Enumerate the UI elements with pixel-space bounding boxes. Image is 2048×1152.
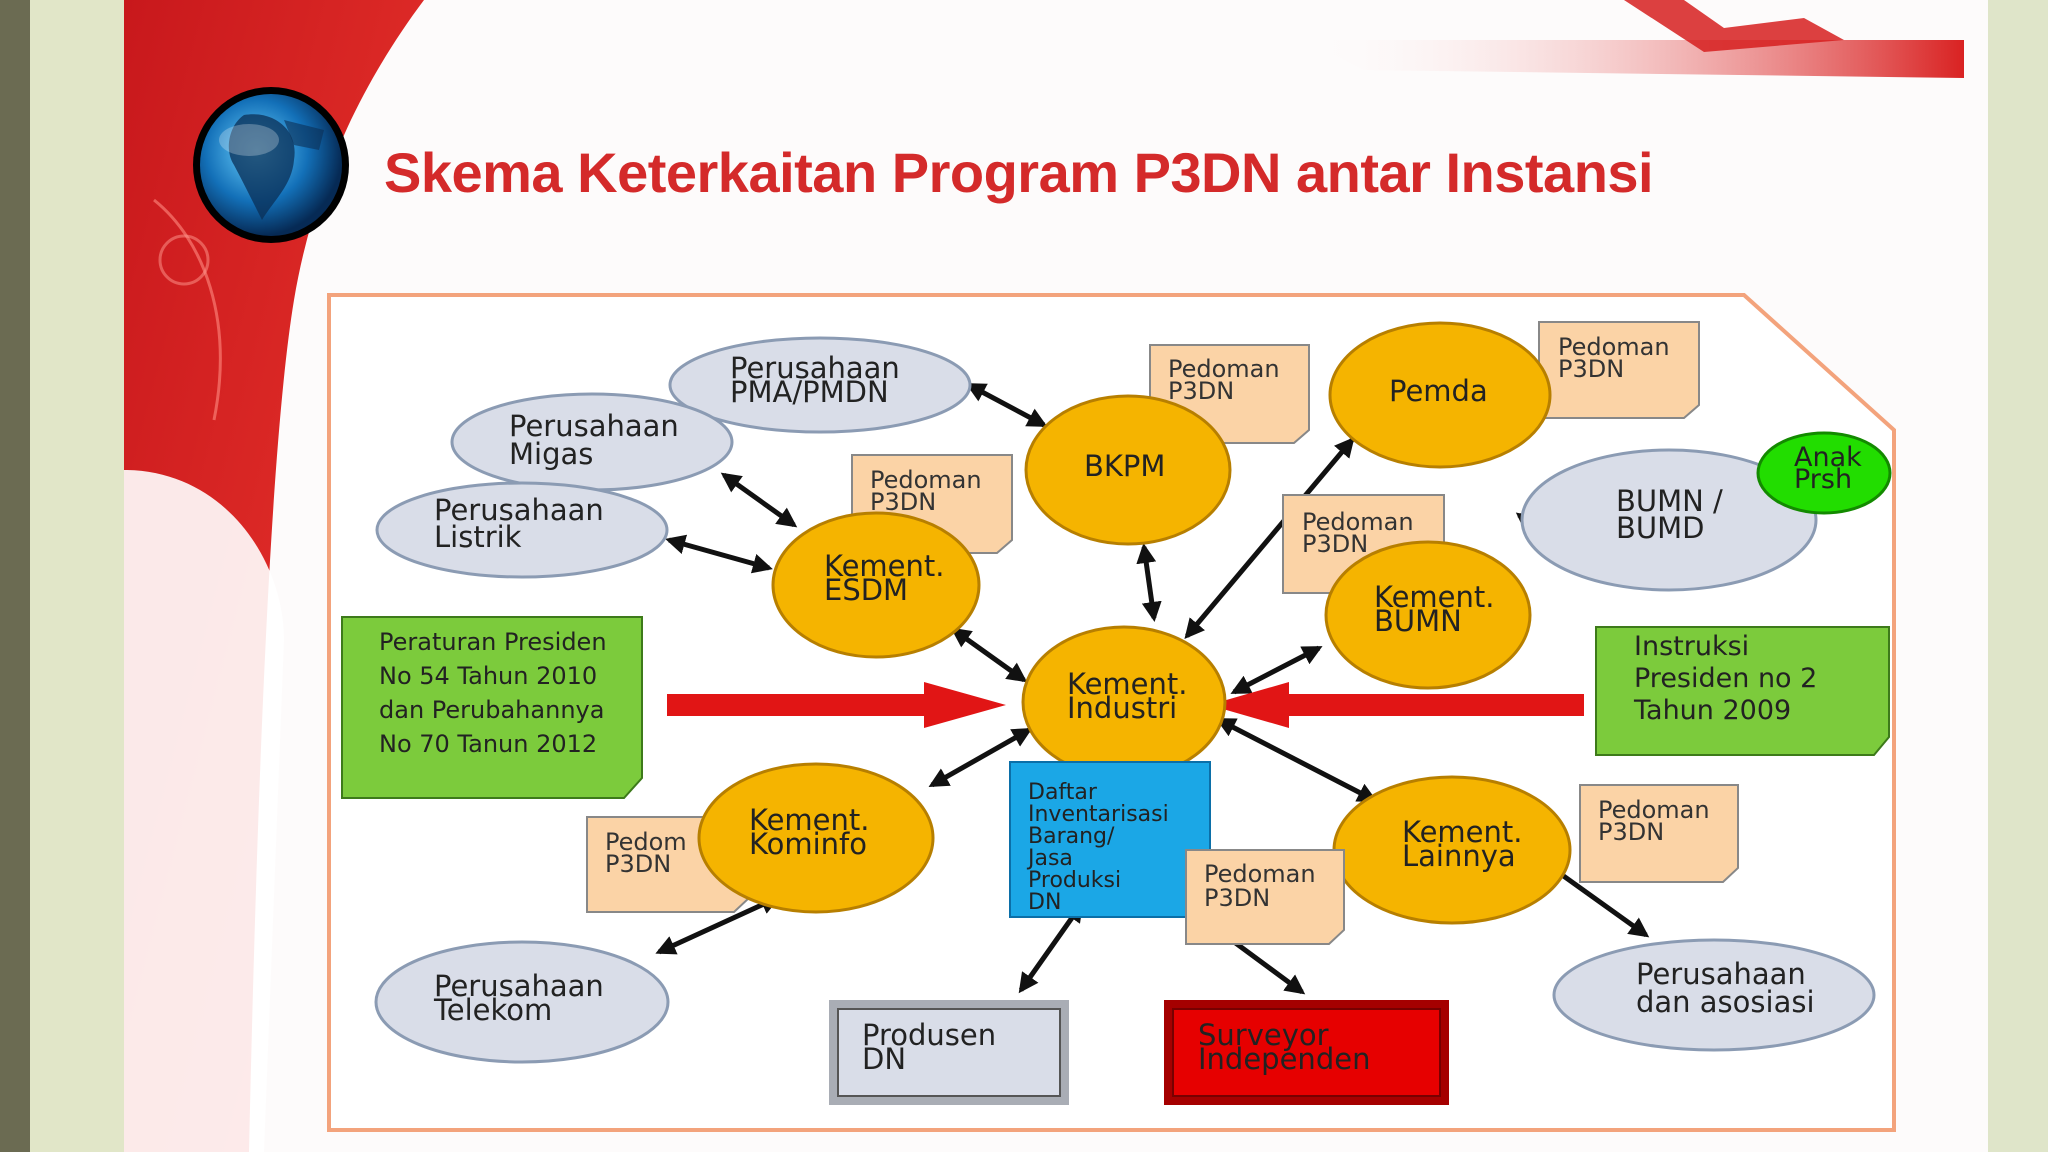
svg-text:Kement.ESDM: Kement.ESDM [824, 549, 944, 607]
svg-text:Kement.Kominfo: Kement.Kominfo [749, 803, 869, 861]
node-bumn-bumd: BUMN /BUMD [1520, 448, 1818, 592]
node-kement-industri: Kement.Industri [1021, 625, 1227, 779]
node-kement-bumn: Kement.BUMN [1324, 540, 1532, 690]
node-kement-esdm: Kement.ESDM [771, 511, 981, 659]
svg-text:Kement.Industri: Kement.Industri [1067, 667, 1187, 725]
node-kement-kominfo: Kement.Kominfo [697, 762, 935, 914]
connector-arrows [655, 382, 1650, 995]
svg-text:Pemda: Pemda [1389, 374, 1488, 408]
red-arrow-right [667, 682, 1006, 728]
svg-text:Daftar Inventarisasi: Daftar Inventarisasi Barang/ Jasa Produk… [1026, 780, 1176, 915]
slide: Skema Keterkaitan Program P3DN antar Ins… [124, 0, 1988, 1152]
svg-text:BUMN /BUMD: BUMN /BUMD [1616, 484, 1723, 545]
right-edge-strip [1988, 0, 2048, 1152]
svg-text:Kement.BUMN: Kement.BUMN [1374, 580, 1494, 638]
node-kement-lainnya: Kement.Lainnya [1332, 775, 1572, 925]
svg-text:BKPM: BKPM [1084, 449, 1165, 483]
slide-background-decoration [124, 0, 1964, 1152]
red-arrow-left [1209, 682, 1584, 728]
slide-title: Skema Keterkaitan Program P3DN antar Ins… [384, 141, 1654, 204]
svg-text:Kement.Lainnya: Kement.Lainnya [1402, 815, 1522, 873]
box-daftar-inventarisasi: Daftar Inventarisasi Barang/ Jasa Produk… [1009, 761, 1211, 918]
node-bkpm: BKPM [1024, 394, 1232, 546]
node-pemda: Pemda [1328, 321, 1552, 469]
left-edge-strip [0, 0, 30, 1152]
